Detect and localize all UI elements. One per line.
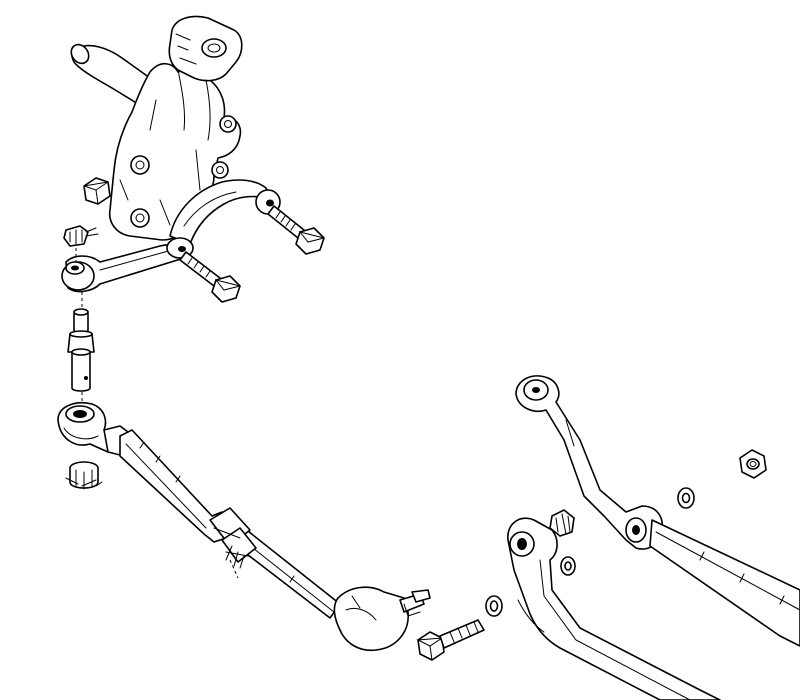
tie-rod-ball-end — [333, 586, 431, 652]
lower-washer — [485, 595, 503, 617]
castle-nut — [65, 461, 103, 490]
arm-bolt-upper — [267, 205, 325, 255]
arm-bolt-lower — [179, 251, 241, 303]
steering-knuckle — [70, 15, 243, 241]
adjusting-sleeve-clamp — [209, 507, 257, 579]
pitman-washer — [560, 556, 576, 576]
pitman-castle-nut — [549, 509, 575, 537]
tie-rod-stud — [67, 292, 95, 408]
steering-arm — [61, 179, 281, 293]
drag-link-nut — [739, 449, 767, 479]
pitman-arm — [507, 517, 721, 700]
drag-link-washer — [677, 487, 695, 509]
knuckle-nut — [83, 177, 111, 205]
cotter-pin-upper — [63, 225, 99, 262]
tie-rod-eye-end — [57, 402, 117, 453]
drag-link — [515, 375, 800, 647]
lower-bolt — [416, 619, 485, 661]
